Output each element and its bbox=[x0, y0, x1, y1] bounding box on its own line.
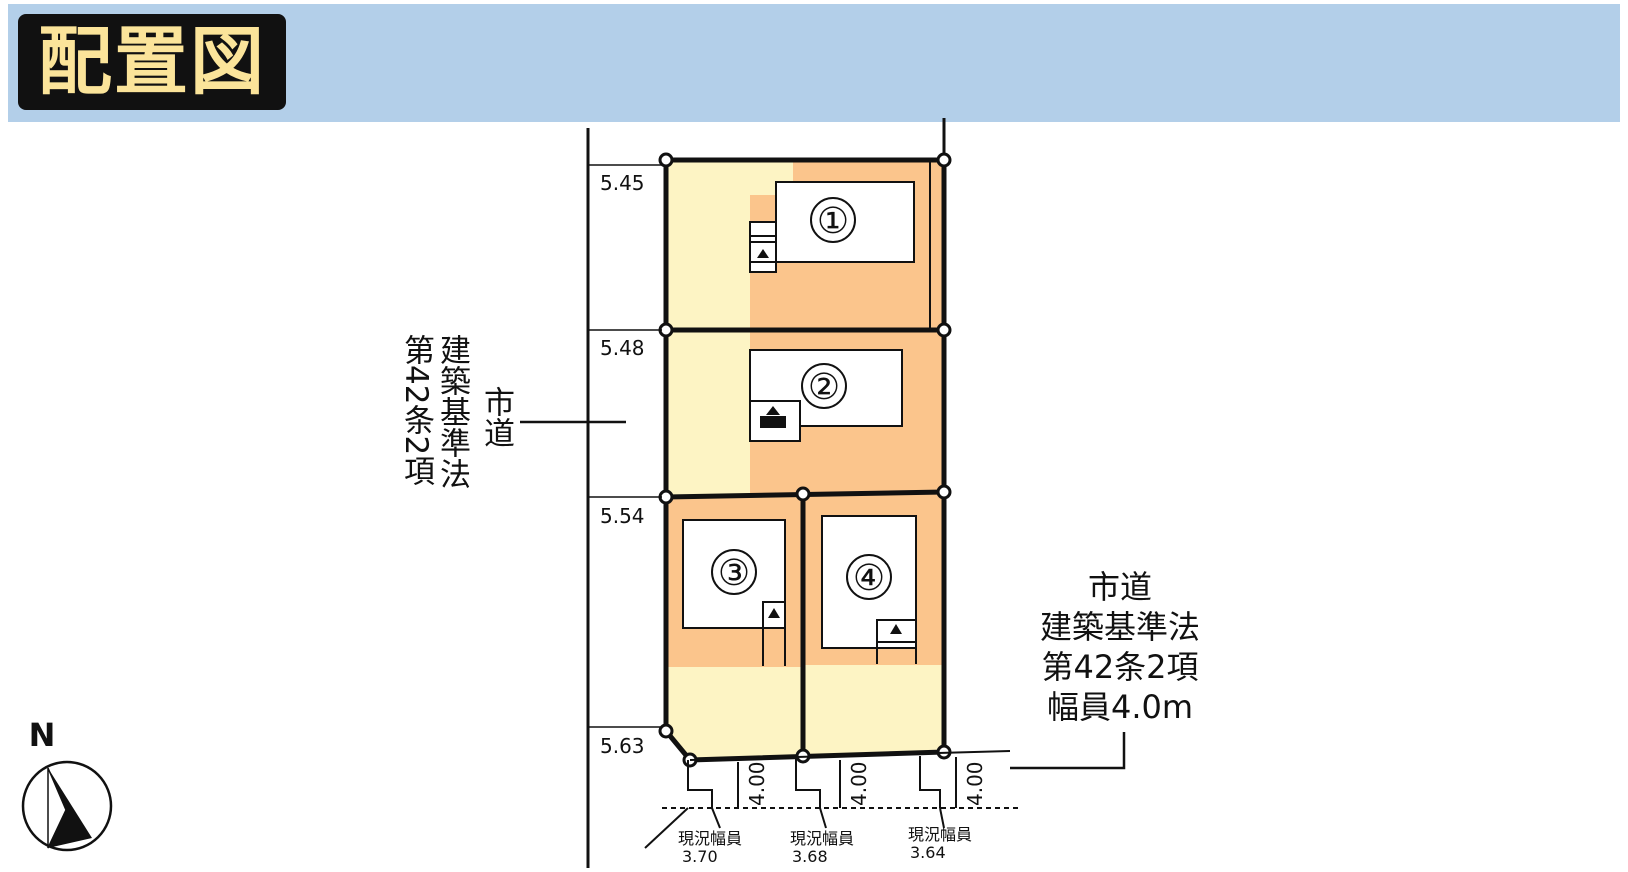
current-width-value-3: 3.64 bbox=[910, 843, 946, 862]
west-road-dimensions bbox=[588, 164, 662, 728]
east-road-line4: 幅員4.0m bbox=[1047, 688, 1193, 726]
lot-3-number: ③ bbox=[718, 553, 750, 594]
entrance-arrow-icon bbox=[757, 249, 769, 258]
road-width-4: 5.63 bbox=[600, 734, 645, 758]
current-width-label-3: 現況幅員 bbox=[908, 825, 972, 844]
road-width-2: 5.48 bbox=[600, 336, 645, 360]
road-width-1: 5.45 bbox=[600, 171, 645, 195]
lot-2: ② bbox=[666, 330, 944, 497]
entrance-1 bbox=[749, 221, 777, 273]
lot-2-number: ② bbox=[808, 367, 840, 408]
east-road-line3: 第42条2項 bbox=[1041, 648, 1198, 686]
lot-1-number: ① bbox=[817, 201, 849, 242]
compass-north-label: N bbox=[29, 716, 56, 754]
entrance-arrow-icon bbox=[766, 406, 780, 415]
west-road-label-col3: 市道 bbox=[478, 386, 514, 448]
current-width-value-2: 3.68 bbox=[792, 847, 828, 866]
title-badge bbox=[18, 14, 286, 110]
lot-3: ③ bbox=[666, 494, 803, 760]
lot-1: ① bbox=[666, 160, 944, 330]
lot-4-number: ④ bbox=[853, 558, 885, 599]
east-road-line1: 市道 bbox=[1088, 568, 1152, 606]
current-width-label-2: 現況幅員 bbox=[790, 829, 854, 848]
setback-width-1: 4.00 bbox=[745, 761, 769, 806]
entrance-arrow-icon bbox=[890, 624, 902, 634]
lot-4: ④ bbox=[803, 492, 944, 756]
west-road-label-col2: 建築基準法 bbox=[434, 334, 470, 489]
entrance-arrow-icon bbox=[768, 608, 780, 618]
setback-width-2: 4.00 bbox=[847, 761, 871, 806]
east-road-leader-line bbox=[1010, 732, 1126, 770]
east-road-line2: 建築基準法 bbox=[1040, 608, 1200, 646]
boundary-markers bbox=[658, 152, 952, 768]
north-compass-icon: N bbox=[21, 716, 113, 852]
page-title: 配置図 bbox=[38, 19, 266, 105]
road-width-3: 5.54 bbox=[600, 504, 645, 528]
current-width-label-1: 現況幅員 bbox=[678, 829, 742, 848]
current-width-value-1: 3.70 bbox=[682, 847, 718, 866]
setback-width-3: 4.00 bbox=[963, 761, 987, 806]
south-road bbox=[644, 750, 1022, 849]
west-road-label-col1: 第42条2項 bbox=[398, 334, 435, 486]
